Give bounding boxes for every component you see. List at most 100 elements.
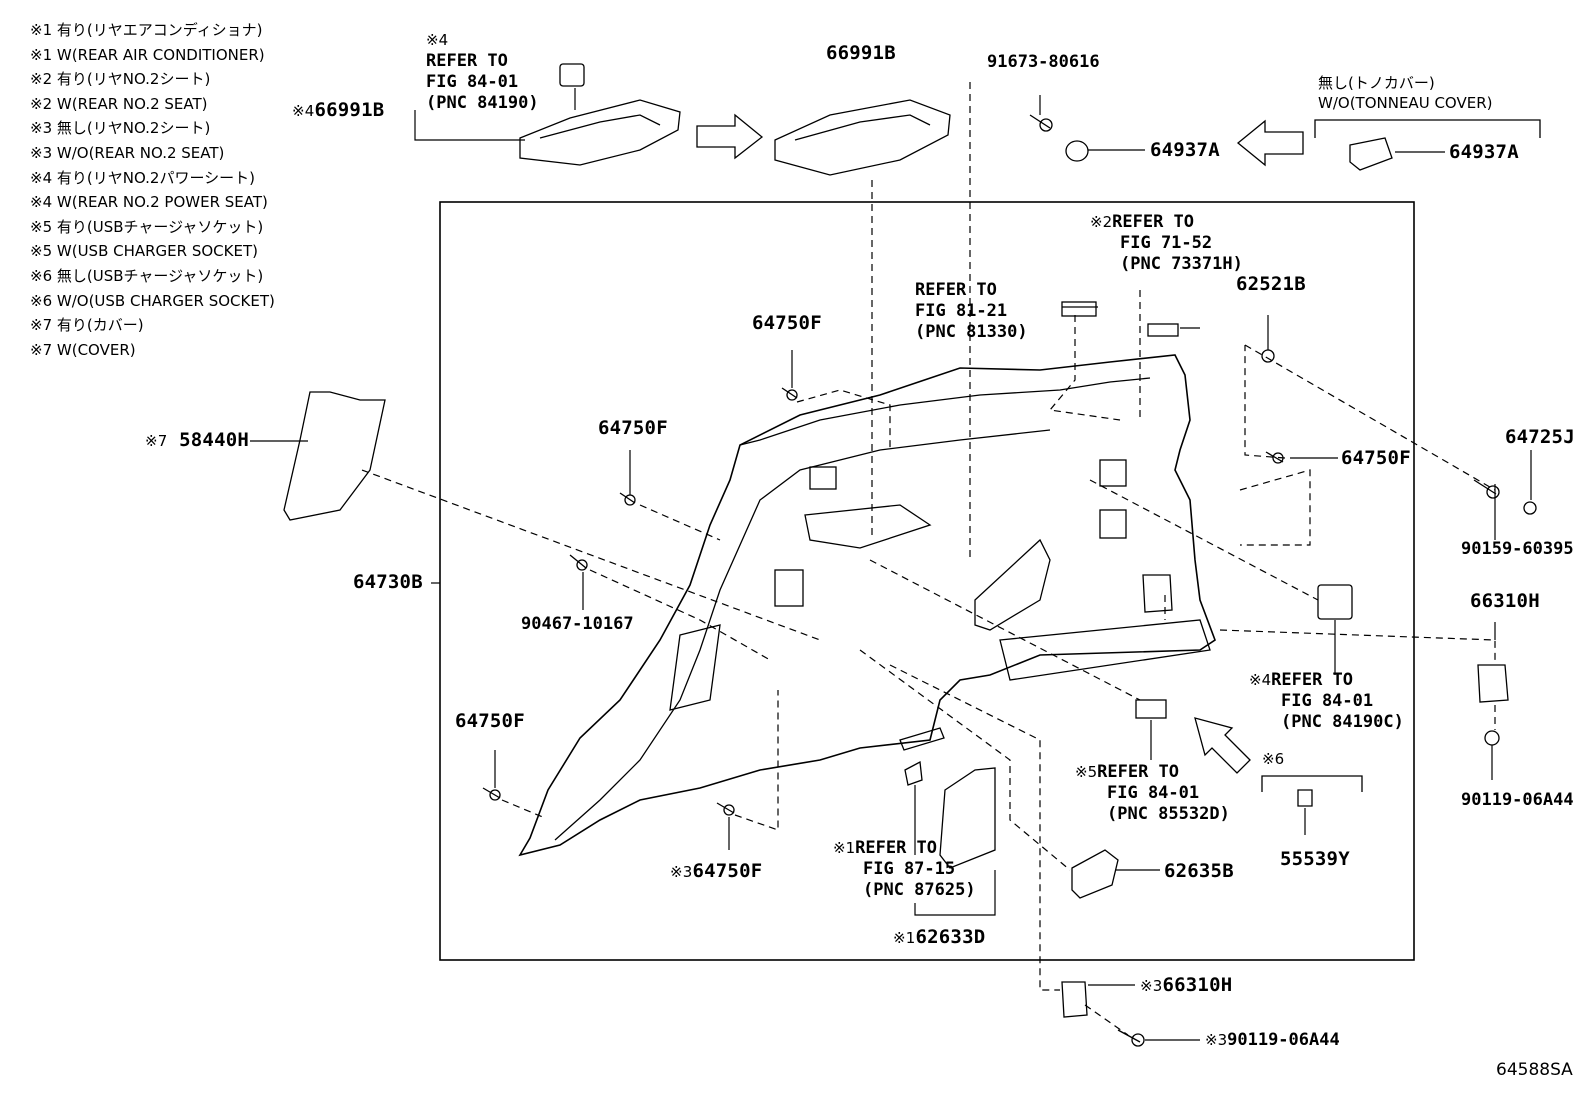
part-number: 64750F <box>1341 447 1411 469</box>
clip-64750F-4 <box>482 787 501 801</box>
mark-1: ※1 <box>893 929 916 947</box>
ref-line-3: (PNC 73371H) <box>1120 254 1243 274</box>
label-62521B: 62521B <box>1236 275 1306 294</box>
socket-85532D <box>1135 699 1167 719</box>
part-66991B-right <box>774 99 951 176</box>
ref-line-1: REFER TO <box>915 280 997 300</box>
label-64937A-right: 64937A <box>1449 143 1519 162</box>
label-91673-80616: 91673-80616 <box>987 54 1100 71</box>
ref-line-3: (PNC 84190C) <box>1281 712 1404 732</box>
diagram-id: 64588SA <box>1496 1060 1573 1080</box>
mark-2: ※2 <box>1090 213 1113 231</box>
part-number: 55539Y <box>1280 848 1350 870</box>
part-58440H <box>283 391 386 521</box>
mark-4: ※4 <box>426 31 449 49</box>
part-number: 64750F <box>692 860 763 882</box>
label-62635B: 62635B <box>1164 862 1234 881</box>
part-number: 62521B <box>1236 273 1306 295</box>
mark-4: ※4 <box>292 102 315 120</box>
part-55539Y <box>1297 789 1313 807</box>
ref-line-1: REFER TO <box>426 51 508 71</box>
mark-7: ※7 <box>145 432 168 450</box>
speaker-grille <box>974 538 1051 631</box>
part-number: 90119-06A44 <box>1461 790 1574 810</box>
panel-lower-tray <box>999 619 1211 681</box>
ref-84190: ※4 REFER TO FIG 84-01 (PNC 84190) <box>426 30 539 114</box>
clip-64725J <box>1523 501 1537 515</box>
bracket-55539Y <box>1261 775 1363 792</box>
ref-84190C: ※4REFER TO FIG 84-01 (PNC 84190C) <box>1249 670 1404 733</box>
tonneau-note-jp: 無し(トノカバー) <box>1318 74 1435 92</box>
bolt-90119 <box>1484 730 1500 746</box>
part-62633D <box>939 767 996 869</box>
label-90467-10167: 90467-10167 <box>521 616 634 633</box>
clip-62521B <box>1261 349 1275 363</box>
label-64750F-2: 64750F <box>598 419 668 438</box>
ref-85532D: ※5REFER TO FIG 84-01 (PNC 85532D) <box>1075 762 1230 825</box>
legend-row: ※1 W(REAR AIR CONDITIONER) <box>30 45 265 64</box>
legend-row: ※3 無し(リヤNO.2シート) <box>30 119 211 138</box>
part-number: 64725J <box>1505 426 1575 448</box>
ref-81330: REFER TO FIG 81-21 (PNC 81330) <box>915 280 1028 343</box>
ref-73371H: ※2REFER TO FIG 71-52 (PNC 73371H) <box>1090 212 1243 275</box>
label-55539Y: 55539Y <box>1280 850 1350 869</box>
part-66310H-lower <box>1061 981 1088 1018</box>
label-90119-06A44: 90119-06A44 <box>1461 792 1574 809</box>
label-90159-60395: 90159-60395 <box>1461 541 1574 558</box>
ref-line-1: REFER TO <box>1097 762 1180 782</box>
clip-64750F-5 <box>716 802 735 816</box>
mark-3: ※3 <box>1205 1031 1228 1049</box>
clip-73371H <box>1147 323 1179 337</box>
clip-64750F-1 <box>781 387 798 401</box>
panel-opening-1 <box>809 466 837 490</box>
legend-row: ※6 無し(USBチャージャソケット) <box>30 266 264 285</box>
mark-4: ※4 <box>1249 671 1272 689</box>
panel-opening-4 <box>1099 509 1127 539</box>
panel-upper-edge <box>739 377 1151 446</box>
bracket-87625 <box>904 760 923 786</box>
part-number: 90467-10167 <box>521 614 634 634</box>
label-64750F-3: 64750F <box>1341 449 1411 468</box>
ref-line-2: FIG 87-15 <box>863 859 956 879</box>
quarter-trim-panel <box>518 354 1216 857</box>
legend-row: ※2 W(REAR NO.2 SEAT) <box>30 94 208 113</box>
ref-line-1: REFER TO <box>1112 212 1195 232</box>
label-64750F-4: 64750F <box>455 712 525 731</box>
part-64937A-cover <box>1349 137 1393 171</box>
label-64937A: 64937A <box>1150 141 1220 160</box>
ref-line-3: (PNC 81330) <box>915 322 1028 342</box>
label-64725J: 64725J <box>1505 428 1575 447</box>
label-66310H-lower: ※366310H <box>1140 976 1232 995</box>
label-66991B-left: ※466991B <box>292 101 384 120</box>
part-62635B <box>1071 849 1119 899</box>
legend: ※1 有り(リヤエアコンディショナ) ※1 W(REAR AIR CONDITI… <box>30 18 360 362</box>
mark-1: ※1 <box>833 839 856 857</box>
arrow-diagonal <box>1194 717 1251 774</box>
part-number: 66310H <box>1162 974 1233 996</box>
mark-3: ※3 <box>670 863 693 881</box>
part-number: 66991B <box>314 99 385 121</box>
mark-6: ※6 <box>1262 750 1285 768</box>
part-number: 90119-06A44 <box>1227 1030 1340 1050</box>
mark-5: ※5 <box>1075 763 1098 781</box>
part-66991B-left <box>519 99 681 166</box>
panel-opening-2 <box>774 569 804 607</box>
ref-line-1: REFER TO <box>855 838 938 858</box>
ref-line-2: FIG 84-01 <box>426 72 519 92</box>
clip-81330 <box>1061 301 1097 317</box>
arrow-right <box>696 113 764 160</box>
ref-line-1: REFER TO <box>1271 670 1354 690</box>
part-number: 64750F <box>598 417 668 439</box>
panel-inner-edge <box>554 429 1051 841</box>
label-66310H: 66310H <box>1470 592 1540 611</box>
part-number: 62633D <box>915 926 986 948</box>
arrow-left <box>1236 119 1304 167</box>
tonneau-note: 無し(トノカバー) W/O(TONNEAU COVER) <box>1318 73 1492 113</box>
legend-row: ※4 W(REAR NO.2 POWER SEAT) <box>30 193 268 212</box>
bolt-90119-lower <box>1117 1029 1145 1047</box>
part-64937A-cap <box>1065 140 1089 162</box>
ref-line-2: FIG 84-01 <box>1107 783 1200 803</box>
bolt-90467 <box>569 554 588 571</box>
part-number: 58440H <box>179 429 249 451</box>
